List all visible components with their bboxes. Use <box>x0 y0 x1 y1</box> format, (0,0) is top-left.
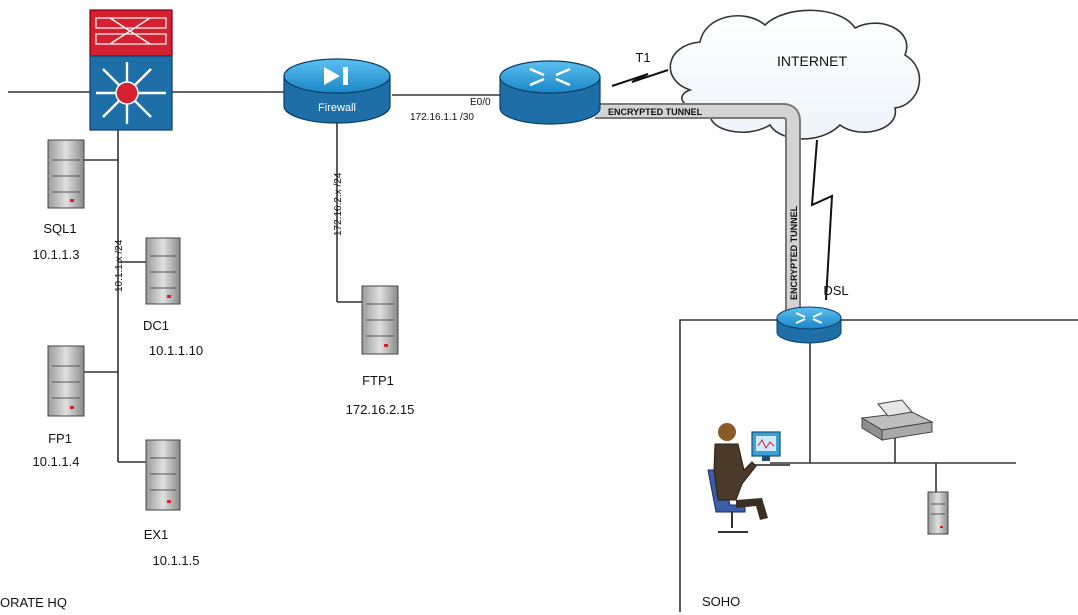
server-dc1-icon <box>145 237 181 305</box>
dsl-label: DSL <box>823 283 848 298</box>
firewall-label: Firewall <box>318 102 356 114</box>
fp1-ip: 10.1.1.4 <box>33 454 80 469</box>
server-fp1-icon <box>47 345 85 417</box>
encrypted-tunnel <box>595 103 801 318</box>
hq-region-label: ORATE HQ <box>0 595 67 610</box>
server-sql1-icon <box>47 139 85 209</box>
ftp1-name: FTP1 <box>362 373 394 388</box>
t1-label: T1 <box>635 50 650 65</box>
server-ex1-icon <box>145 439 181 511</box>
sql1-ip: 10.1.1.3 <box>33 247 80 262</box>
tunnel-label-vertical: ENCRYPTED TUNNEL <box>789 205 799 300</box>
printer-icon <box>860 399 934 441</box>
server-soho-icon <box>927 491 949 535</box>
server-ftp1-icon <box>361 285 399 355</box>
dsl-lightning-icon <box>810 139 834 301</box>
ftp1-ip: 172.16.2.15 <box>346 402 415 417</box>
firewall-device <box>283 58 391 124</box>
fp1-name: FP1 <box>48 431 72 446</box>
dc1-name: DC1 <box>143 318 169 333</box>
router-interface-label: E0/0 <box>470 97 491 108</box>
soho-region-label: SOHO <box>702 594 740 609</box>
dmz-subnet-label: 172.16.2.x /24 <box>333 172 344 236</box>
internet-label: INTERNET <box>777 53 847 69</box>
ex1-ip: 10.1.1.5 <box>153 553 200 568</box>
user-at-workstation-icon <box>707 423 790 533</box>
t1-lightning-icon <box>611 69 669 87</box>
hq-router <box>499 60 601 125</box>
soho-router <box>776 306 842 344</box>
tunnel-label-horizontal: ENCRYPTED TUNNEL <box>608 107 703 117</box>
core-switch <box>89 9 173 131</box>
router-ip-label: 172.16.1.1 /30 <box>410 112 474 123</box>
soho-room-outline <box>679 319 1078 612</box>
lan-subnet-label: 10.1.1.x /24 <box>114 239 125 292</box>
dc1-ip: 10.1.1.10 <box>149 343 203 358</box>
sql1-name: SQL1 <box>43 221 76 236</box>
labels: INTERNET T1 E0/0 172.16.1.1 /30 172.16.2… <box>0 50 849 610</box>
ex1-name: EX1 <box>144 527 169 542</box>
